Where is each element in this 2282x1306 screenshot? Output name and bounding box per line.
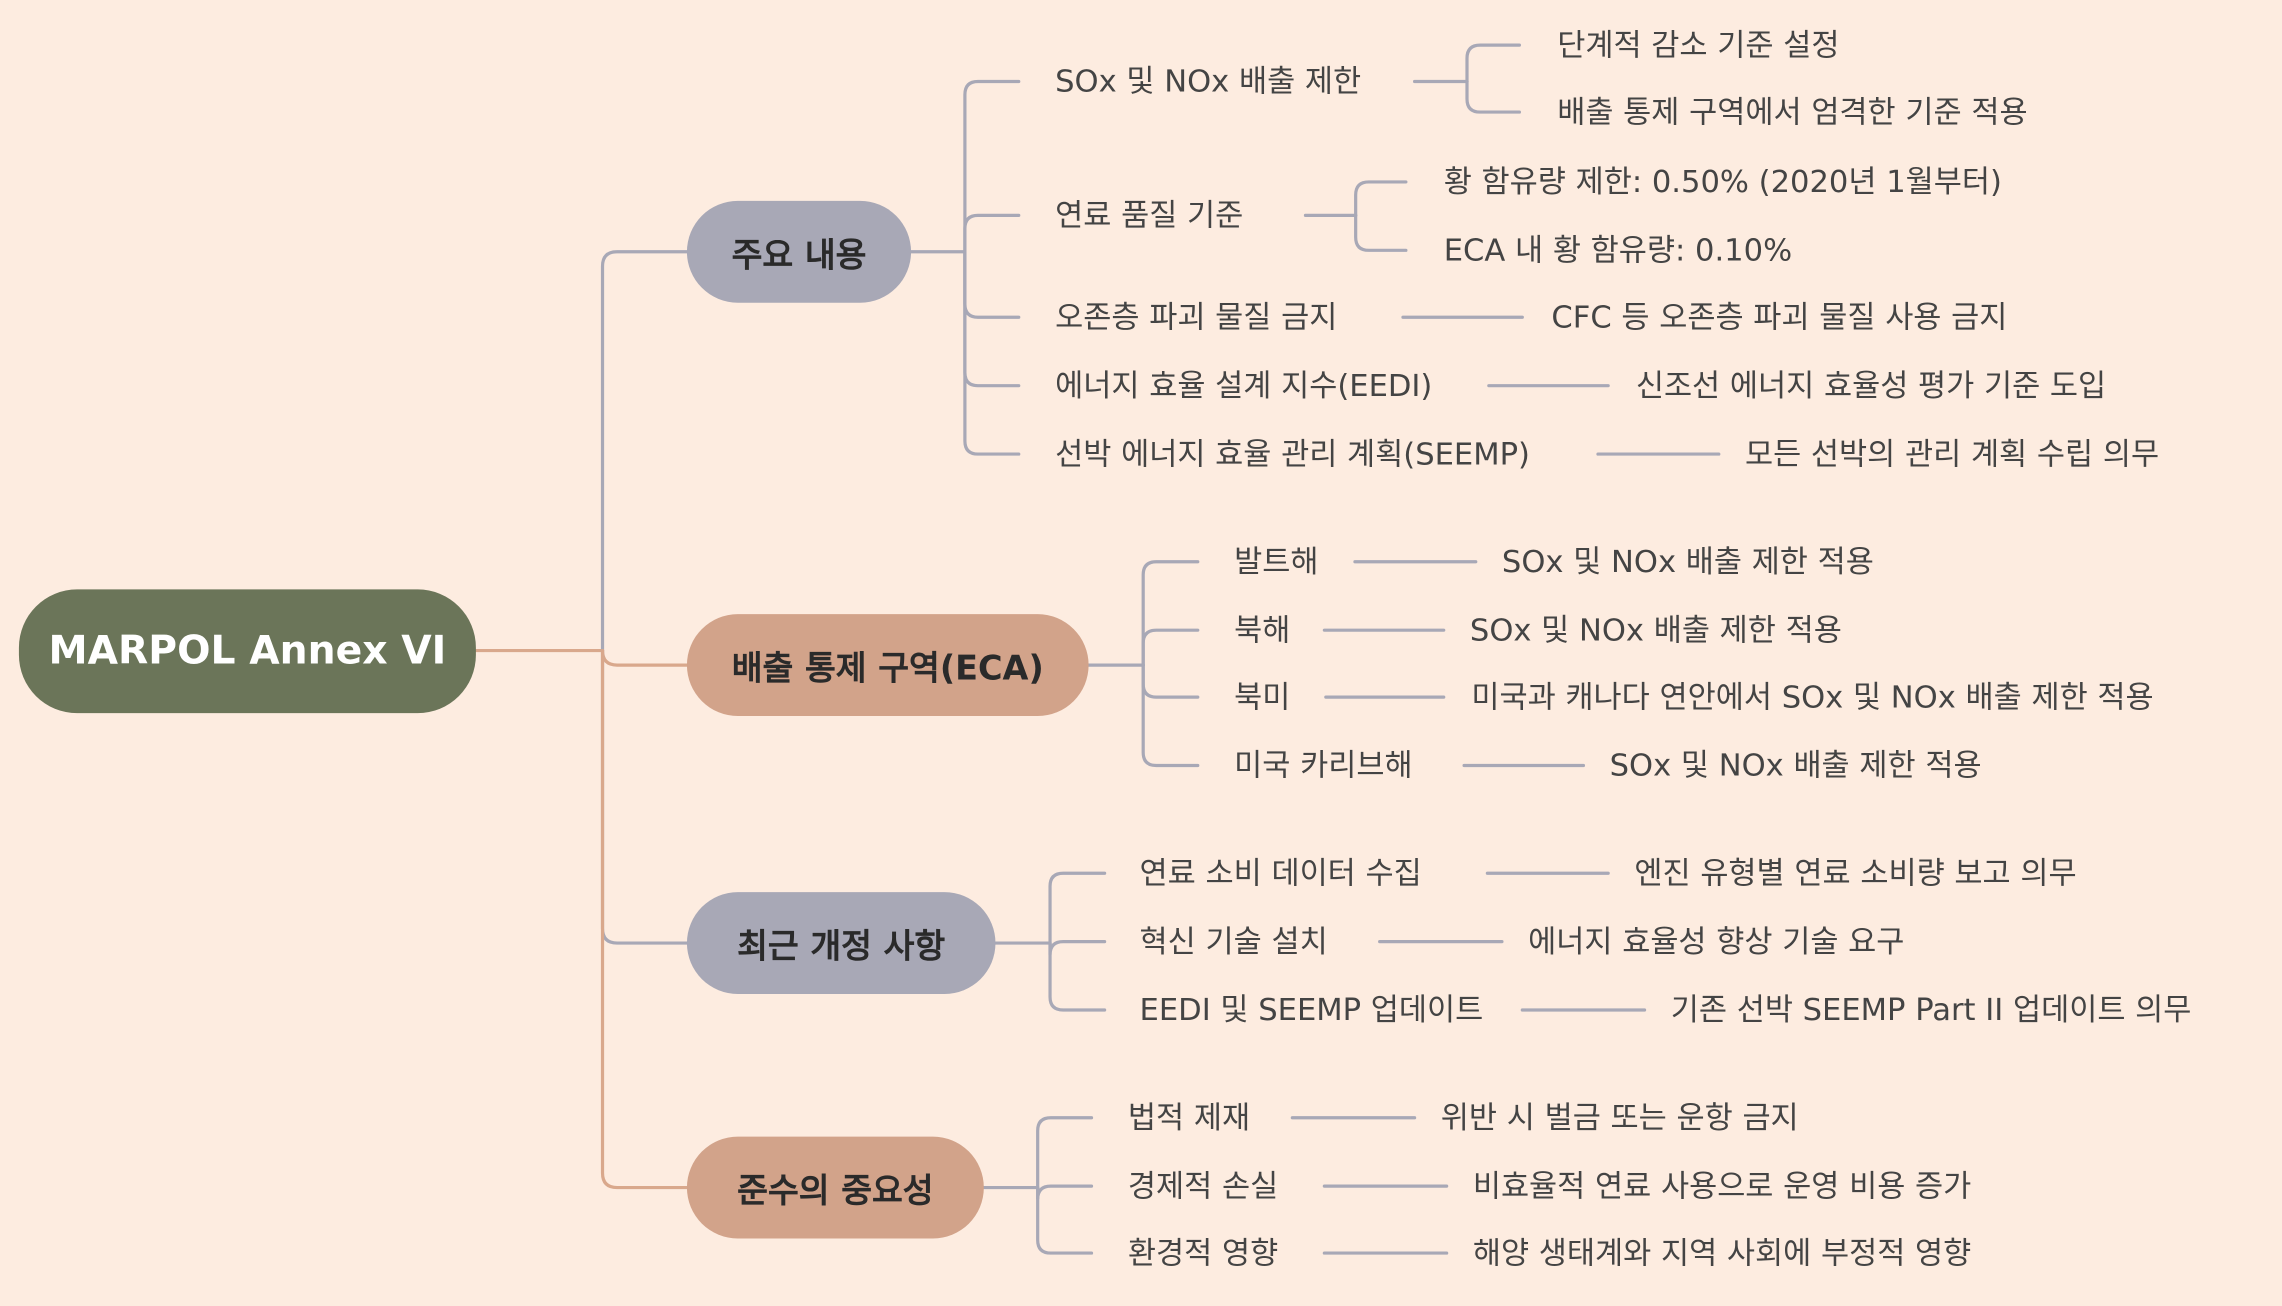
root-label: MARPOL Annex VI <box>48 628 447 674</box>
detail-label: 비효율적 연료 사용으로 운영 비용 증가 <box>1472 1168 1972 1204</box>
branch-label: 준수의 중요성 <box>737 1173 934 1211</box>
trunk-link-0 <box>600 250 689 653</box>
branch-1-link-4 <box>963 250 1021 456</box>
branch-2-link-2 <box>1141 663 1200 699</box>
branch-node-3[interactable]: 최근 개정 사항 <box>686 892 996 995</box>
trunk-link-1 <box>600 648 689 667</box>
branch-3-link-0 <box>1048 871 1107 945</box>
topic-label[interactable]: 경제적 손실 <box>1127 1168 1279 1204</box>
root-node[interactable]: MARPOL Annex VI <box>18 589 476 714</box>
topic-label[interactable]: 발트해 <box>1234 544 1319 580</box>
topic-label[interactable]: 연료 품질 기준 <box>1055 197 1244 233</box>
detail-label: 에너지 효율성 향상 기술 요구 <box>1528 924 1905 960</box>
detail-label: 위반 시 벌금 또는 운항 금지 <box>1440 1100 1799 1136</box>
branch-4-link-2 <box>1036 1185 1094 1255</box>
topic-label[interactable]: 법적 제재 <box>1127 1100 1251 1136</box>
topic-label[interactable]: 북해 <box>1234 612 1291 648</box>
detail-label: 모든 선박의 관리 계획 수립 의무 <box>1744 436 2160 472</box>
detail-label: 신조선 에너지 효율성 평가 기준 도입 <box>1635 368 2107 404</box>
branch-1-link-0 <box>963 79 1021 254</box>
branch-label: 최근 개정 사항 <box>737 928 946 967</box>
detail-label: 기존 선박 SEEMP Part II 업데이트 의무 <box>1670 992 2192 1028</box>
topic-1-1-link-0 <box>1465 43 1521 84</box>
topic-label[interactable]: 환경적 영향 <box>1127 1235 1279 1271</box>
trunk-link-2 <box>600 648 689 945</box>
detail-label: 배출 통제 구역에서 엄격한 기준 적용 <box>1557 94 2028 130</box>
branch-label: 배출 통제 구역(ECA) <box>731 650 1044 689</box>
topic-label[interactable]: 북미 <box>1234 679 1291 715</box>
topic-label[interactable]: 에너지 효율 설계 지수(EEDI) <box>1055 368 1433 404</box>
branch-node-1[interactable]: 주요 내용 <box>686 200 912 303</box>
branch-4-link-0 <box>1036 1116 1094 1190</box>
branch-2-link-0 <box>1141 560 1200 667</box>
detail-label: 황 함유량 제한: 0.50% (2020년 1월부터) <box>1443 164 2002 200</box>
branch-4-link-1 <box>1036 1184 1094 1200</box>
detail-label: 미국과 캐나다 연안에서 SOx 및 NOx 배출 제한 적용 <box>1471 679 2154 715</box>
topic-label[interactable]: 연료 소비 데이터 수집 <box>1139 855 1422 891</box>
topic-label[interactable]: SOx 및 NOx 배출 제한 <box>1055 64 1362 99</box>
detail-label: CFC 등 오존층 파괴 물질 사용 금지 <box>1551 299 2008 335</box>
detail-label: ECA 내 황 함유량: 0.10% <box>1443 232 1793 268</box>
branch-node-2[interactable]: 배출 통제 구역(ECA) <box>686 614 1089 717</box>
topic-label[interactable]: 오존층 파괴 물질 금지 <box>1055 299 1338 335</box>
branch-3-link-2 <box>1048 941 1107 1012</box>
detail-label: 해양 생태계와 지역 사회에 부정적 영향 <box>1472 1235 1972 1271</box>
detail-label: 단계적 감소 기준 설정 <box>1557 27 1840 63</box>
detail-label: SOx 및 NOx 배출 제한 적용 <box>1501 544 1874 580</box>
topic-label[interactable]: EEDI 및 SEEMP 업데이트 <box>1139 992 1484 1028</box>
topic-label[interactable]: 혁신 기술 설치 <box>1139 924 1328 960</box>
trunk-link-3 <box>600 648 689 1190</box>
detail-label: SOx 및 NOx 배출 제한 적용 <box>1469 612 1842 648</box>
topic-label[interactable]: 미국 카리브해 <box>1234 748 1413 783</box>
topic-1-2-link-1 <box>1354 213 1408 252</box>
topic-label[interactable]: 선박 에너지 효율 관리 계획(SEEMP) <box>1055 436 1530 472</box>
branch-node-4[interactable]: 준수의 중요성 <box>686 1136 984 1239</box>
topic-1-2-link-0 <box>1354 180 1408 217</box>
topic-1-1-link-1 <box>1465 79 1521 114</box>
branch-1-link-1 <box>963 213 1021 254</box>
branch-2-link-3 <box>1141 663 1200 768</box>
branch-2-link-1 <box>1141 628 1200 667</box>
detail-label: 엔진 유형별 연료 소비량 보고 의무 <box>1634 855 2077 891</box>
branch-1-link-2 <box>963 250 1021 319</box>
branch-3-link-1 <box>1048 940 1107 955</box>
detail-label: SOx 및 NOx 배출 제한 적용 <box>1609 748 1982 783</box>
branch-label: 주요 내용 <box>731 237 867 276</box>
